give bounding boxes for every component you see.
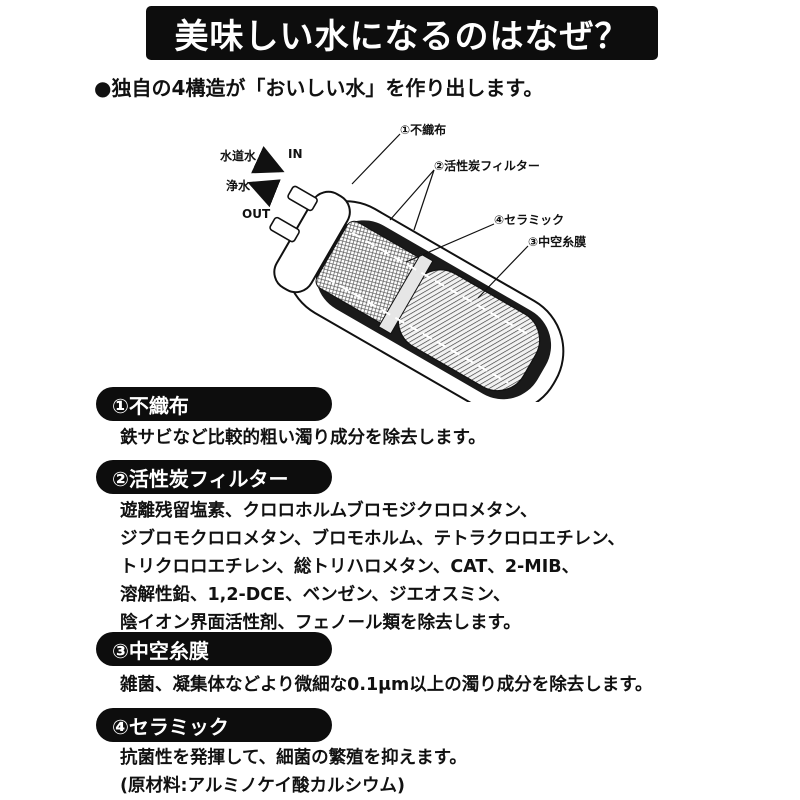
section-line: 遊離残留塩素、クロロホルムブロモジクロロメタン、 [120,501,538,521]
label-out: OUT [242,207,271,221]
section-line: 溶解性鉛、1,2-DCE、ベンゼン、ジエオスミン、 [120,585,511,605]
label-in: IN [288,147,303,161]
section-line: (原材料:アルミノケイ酸カルシウム) [120,776,405,796]
label-hollow-fiber: ③中空糸膜 [528,234,586,249]
section-line: 陰イオン界面活性剤、フェノール類を除去します。 [120,613,521,633]
section-body-hollow-fiber: 雑菌、凝集体などより微細な0.1μm以上の濁り成分を除去します。 [120,671,653,699]
label-pure-water: 浄水 [226,178,251,193]
section-heading-hollow-fiber: ③中空糸膜 [96,632,332,666]
filter-cartridge-diagram: 水道水 IN 浄水 OUT ①不織布 ②活性炭フィルター ④セラミック ③中空糸… [206,112,606,402]
page-subtitle: ●独自の4構造が「おいしい水」を作り出します。 [94,76,544,100]
section-heading-nonwoven: ①不織布 [96,387,332,421]
section-body-ceramic: 抗菌性を発揮して、細菌の繁殖を抑えます。 (原材料:アルミノケイ酸カルシウム) [120,744,467,800]
section-line: 雑菌、凝集体などより微細な0.1μm以上の濁り成分を除去します。 [120,675,653,695]
section-line: 抗菌性を発揮して、細菌の繁殖を抑えます。 [120,748,467,768]
section-heading-carbon: ②活性炭フィルター [96,460,332,494]
page-title: 美味しい水になるのはなぜ？ [146,6,658,60]
section-heading-ceramic: ④セラミック [96,708,332,742]
label-carbon: ②活性炭フィルター [434,158,540,173]
section-body-carbon: 遊離残留塩素、クロロホルムブロモジクロロメタン、 ジブロモクロロメタン、ブロモホ… [120,497,625,637]
label-ceramic: ④セラミック [494,213,564,227]
label-nonwoven: ①不織布 [400,122,446,137]
label-tap-water: 水道水 [220,148,257,163]
section-line: トリクロロエチレン、総トリハロメタン、CAT、2-MIB、 [120,557,580,577]
section-line: ジブロモクロロメタン、ブロモホルム、テトラクロロエチレン、 [120,529,626,549]
section-body-nonwoven: 鉄サビなど比較的粗い濁り成分を除去します。 [120,424,486,452]
section-line: 鉄サビなど比較的粗い濁り成分を除去します。 [120,428,486,448]
filter-cross-section-illustration: 水道水 IN 浄水 OUT ①不織布 ②活性炭フィルター ④セラミック ③中空糸… [220,122,586,402]
